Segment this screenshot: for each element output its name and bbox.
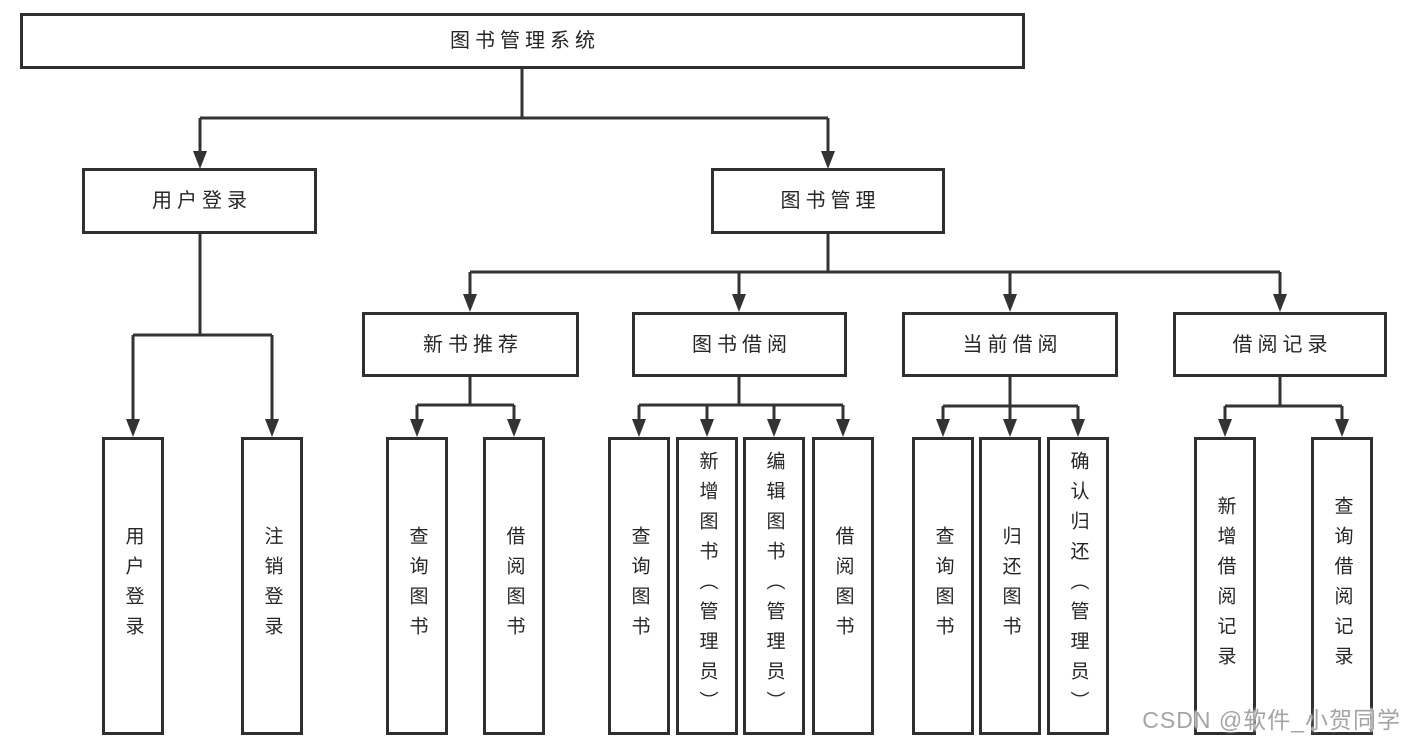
leaf-borrow-books-borrowing: 借阅图书 xyxy=(812,437,874,735)
leaf-edit-books-admin: 编辑图书（管理员） xyxy=(743,437,805,735)
leaf-borrow-books-recommend: 借阅图书 xyxy=(483,437,545,735)
leaf-query-borrow-record-label: 查询借阅记录 xyxy=(1331,496,1353,676)
node-book-borrowing-label: 图书借阅 xyxy=(692,333,792,356)
node-book-management-label: 图书管理 xyxy=(780,190,881,212)
node-library-system-label: 图书管理系统 xyxy=(450,30,600,52)
node-book-borrowing: 图书借阅 xyxy=(632,312,847,377)
leaf-borrow-books-recommend-label: 借阅图书 xyxy=(503,526,525,646)
node-current-borrowing: 当前借阅 xyxy=(902,312,1118,377)
leaf-borrow-books-borrowing-label: 借阅图书 xyxy=(832,526,854,646)
leaf-query-books-current: 查询图书 xyxy=(912,437,974,735)
leaf-user-login-label: 用户登录 xyxy=(122,526,144,646)
node-new-book-recommend: 新书推荐 xyxy=(362,312,579,377)
leaf-query-books-current-label: 查询图书 xyxy=(932,526,954,646)
leaf-query-books-recommend: 查询图书 xyxy=(386,437,448,735)
leaf-add-borrow-record: 新增借阅记录 xyxy=(1194,437,1256,735)
leaf-return-books: 归还图书 xyxy=(979,437,1041,735)
leaf-query-books-recommend-label: 查询图书 xyxy=(406,526,428,646)
leaf-query-books-borrowing: 查询图书 xyxy=(608,437,670,735)
node-book-management: 图书管理 xyxy=(711,168,945,234)
leaf-logout-login: 注销登录 xyxy=(241,437,303,735)
leaf-return-books-label: 归还图书 xyxy=(999,526,1021,646)
leaf-confirm-return-admin: 确认归还（管理员） xyxy=(1047,437,1109,735)
leaf-add-borrow-record-label: 新增借阅记录 xyxy=(1214,496,1236,676)
leaf-confirm-return-admin-label: 确认归还（管理员） xyxy=(1067,451,1089,721)
node-borrowing-records-label: 借阅记录 xyxy=(1232,333,1333,356)
node-current-borrowing-label: 当前借阅 xyxy=(962,333,1063,356)
node-borrowing-records: 借阅记录 xyxy=(1173,312,1387,377)
node-library-system: 图书管理系统 xyxy=(20,13,1025,69)
leaf-query-borrow-record: 查询借阅记录 xyxy=(1311,437,1373,735)
node-user-login-label: 用户登录 xyxy=(152,190,252,212)
node-user-login: 用户登录 xyxy=(82,168,317,234)
leaf-query-books-borrowing-label: 查询图书 xyxy=(628,526,650,646)
leaf-user-login: 用户登录 xyxy=(102,437,164,735)
csdn-watermark: CSDN @软件_小贺同学 xyxy=(1142,707,1401,733)
node-new-book-recommend-label: 新书推荐 xyxy=(423,333,523,356)
leaf-edit-books-admin-label: 编辑图书（管理员） xyxy=(763,451,785,721)
leaf-logout-login-label: 注销登录 xyxy=(261,526,283,646)
leaf-add-books-admin-label: 新增图书（管理员） xyxy=(696,451,718,721)
leaf-add-books-admin: 新增图书（管理员） xyxy=(676,437,738,735)
